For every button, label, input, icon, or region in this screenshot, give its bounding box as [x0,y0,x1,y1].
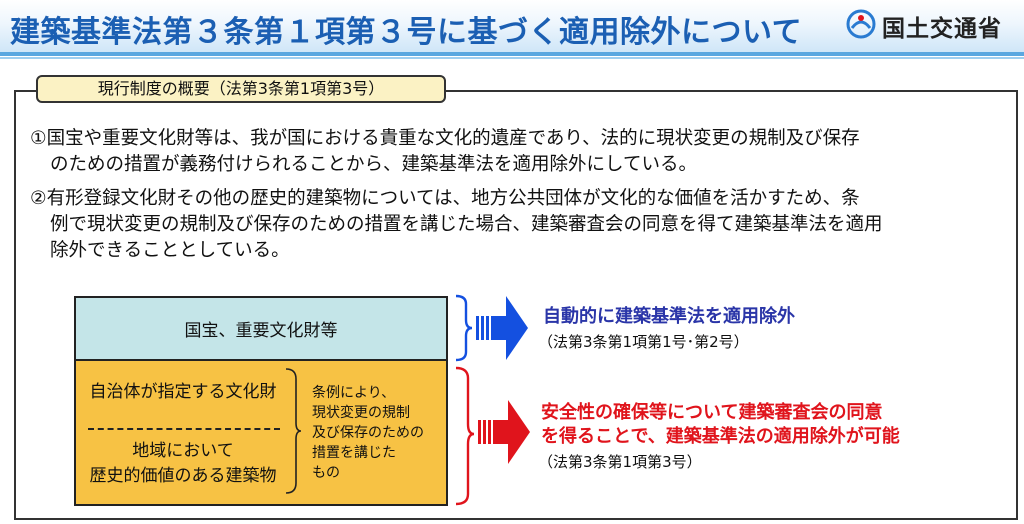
ordinance-note-line-5: もの [312,465,340,481]
paragraph-1-line-2: のための措置が義務付けられることから、建築基準法を適用除外にしている。 [50,154,697,175]
org-name: 国土交通省 [882,16,1002,42]
paragraph-2: ②有形登録文化財その他の歴史的建築物については、地方公共団体が文化的な価値を活か… [30,186,883,264]
ordinance-note-line-1: 条例により、 [312,385,396,401]
local-heritage-box: 自治体が指定する文化財 地域において 歴史的価値のある建築物 条例により、 現状… [74,359,448,506]
council-consent-line-2: を得ることで、建築基準法の適用除外が可能 [541,426,900,447]
org-logo: 国土交通省 [846,6,1016,42]
ordinance-note: 条例により、 現状変更の規制 及び保存のための 措置を講じた もの [312,383,424,483]
paragraph-2-line-3: 除外できることとしている。 [50,240,290,261]
council-consent-text: 安全性の確保等について建築審査会の同意 を得ることで、建築基準法の適用除外が可能 [541,401,900,449]
paragraph-1: ①国宝や重要文化財等は、我が国における貴重な文化的遺産であり、法的に現状変更の規… [30,126,860,178]
historic-building-line-1: 地域において [132,441,234,461]
title-underline-thin [0,57,1024,59]
page-title: 建築基準法第３条第１項第３号に基づく適用除外について [10,15,803,50]
auto-exemption-text: 自動的に建築基準法を適用除外 [543,306,795,327]
auto-exemption-ref: （法第3条第1項第1号･第2号） [538,333,749,351]
ordinance-note-line-2: 現状変更の規制 [312,405,410,421]
ordinance-note-line-4: 措置を講じた [312,445,396,461]
title-bar: 建築基準法第３条第１項第３号に基づく適用除外について 国土交通省 [0,0,1024,52]
ordinance-note-line-3: 及び保存のための [312,425,424,441]
blue-arrow-icon [476,296,528,360]
dashed-divider [88,428,280,430]
historic-building-line-2: 歴史的価値のある建築物 [89,466,277,486]
red-arrow-icon [478,400,530,464]
historic-building-label: 地域において 歴史的価値のある建築物 [76,439,290,489]
council-consent-ref: （法第3条第1項第3号） [538,453,702,471]
paragraph-1-line-1: ①国宝や重要文化財等は、我が国における貴重な文化的遺産であり、法的に現状変更の規… [30,128,860,149]
section-label: 現行制度の概要（法第3条第1項第3号） [36,75,446,103]
arrows-graphic [455,294,530,506]
red-brace-icon [455,366,475,506]
title-underline [0,52,1024,56]
municipal-designated-label: 自治体が指定する文化財 [89,382,277,402]
mlit-logo-icon [846,9,876,39]
paragraph-2-line-2: 例で現状変更の規制及び保存のための措置を講じた場合、建築審査会の同意を得て建築基… [50,214,883,235]
blue-brace-icon [455,294,473,362]
national-treasure-box: 国宝、重要文化財等 [74,296,448,361]
paragraph-2-line-1: ②有形登録文化財その他の歴史的建築物については、地方公共団体が文化的な価値を活か… [30,188,860,209]
inner-brace-icon [285,368,302,494]
council-consent-line-1: 安全性の確保等について建築審査会の同意 [541,402,883,423]
national-treasure-label: 国宝、重要文化財等 [184,321,338,341]
